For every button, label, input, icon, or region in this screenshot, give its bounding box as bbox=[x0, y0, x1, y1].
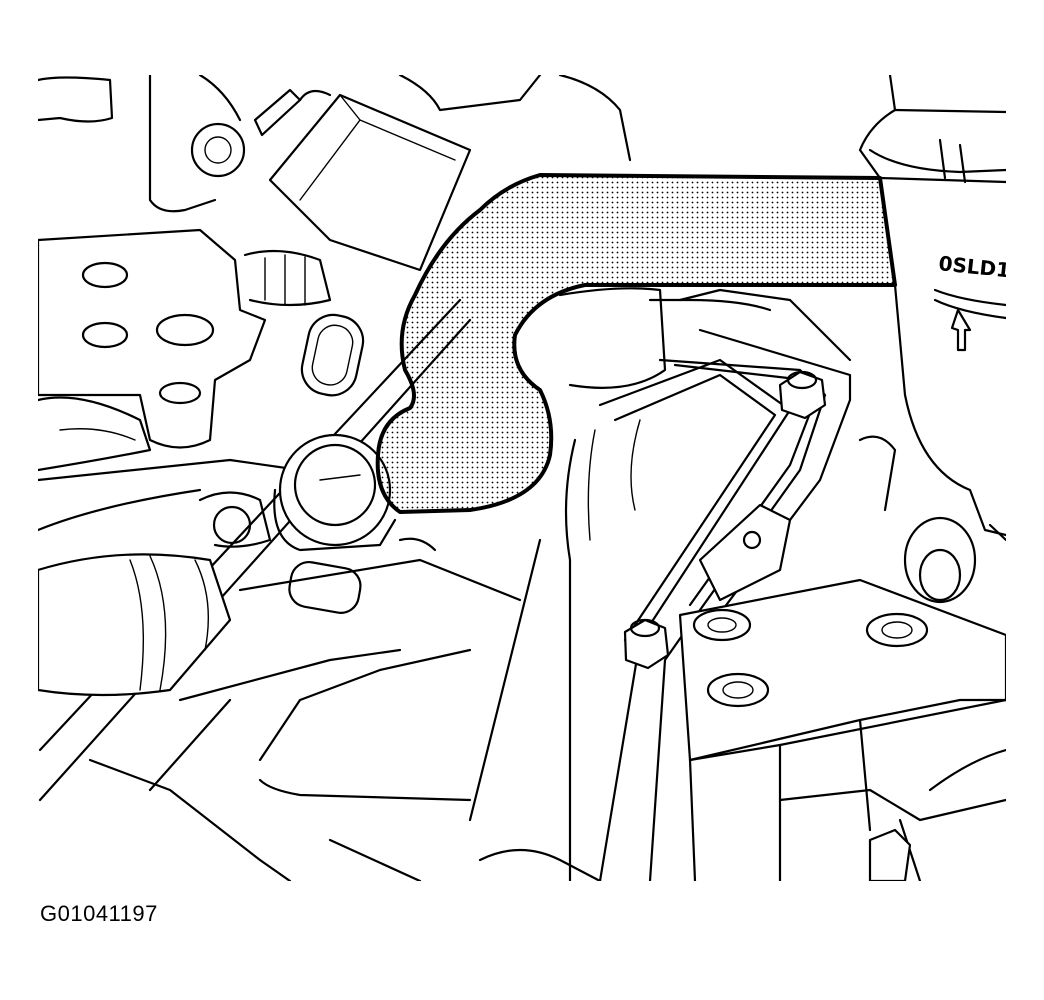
filter-housing: 0SLD1 bbox=[858, 75, 1011, 537]
mounting-flange bbox=[38, 228, 302, 532]
upper-left-housing bbox=[38, 75, 632, 213]
engine-block-surfaces bbox=[88, 537, 602, 881]
hose-clamp bbox=[273, 433, 397, 552]
figure-id-label: G01041197 bbox=[40, 901, 158, 926]
highlighted-coolant-hose bbox=[375, 173, 897, 514]
o-ring-seal bbox=[300, 313, 365, 397]
wiring-bracket bbox=[698, 503, 792, 602]
bolt-upper bbox=[778, 370, 827, 420]
embossed-marking: 0SLD1 bbox=[937, 251, 1011, 282]
valve-cover-cap bbox=[558, 287, 852, 389]
mount-eye bbox=[858, 435, 1006, 792]
lower-left-hose bbox=[38, 491, 272, 697]
bolt-lower bbox=[623, 618, 670, 670]
engine-mount-bracket bbox=[678, 578, 1006, 881]
electrical-connector bbox=[243, 93, 472, 307]
